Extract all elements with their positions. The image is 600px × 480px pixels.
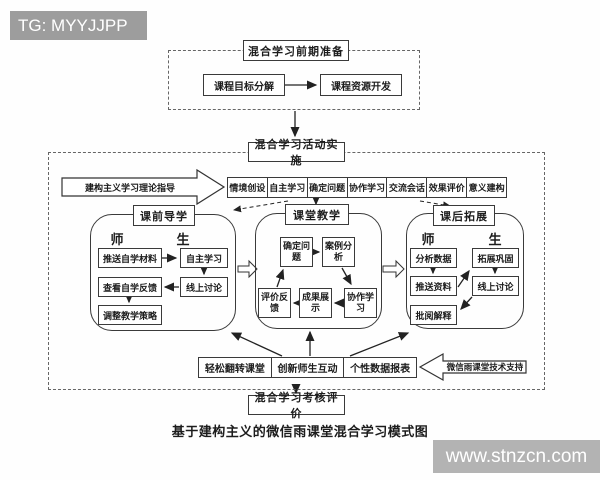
preclass-teacher-label: 师 — [110, 232, 124, 247]
preclass-title: 课前导学 — [133, 205, 195, 226]
goal-decompose-box: 课程目标分解 — [203, 74, 285, 96]
push-resources-box: 推送资料 — [410, 276, 457, 296]
theory-arrow-label: 建构主义学习理论指导 — [84, 182, 175, 193]
support-arrow-label: 微信雨课堂技术支持 — [446, 362, 524, 372]
constructivism-steps-strip: 情境创设 自主学习 确定问题 协作学习 交流会话 效果评价 意义建构 — [227, 177, 507, 198]
flip-classroom-cell: 轻松翻转课堂 — [199, 358, 272, 377]
dashed-arrow-strip-to-postclass — [419, 200, 451, 209]
strip-cell-conversation: 交流会话 — [387, 178, 428, 197]
eval-phase-title: 混合学习考核评价 — [248, 392, 345, 420]
inclass-title: 课堂教学 — [285, 204, 349, 225]
impl-phase-title: 混合学习活动实施 — [248, 139, 345, 167]
arrow-bottomrow-to-preclass — [230, 332, 283, 357]
arrow-evaluate-to-problem — [275, 268, 285, 288]
adjust-strategy-box: 调整教学策略 — [98, 305, 162, 325]
data-report-cell: 个性数据报表 — [350, 364, 411, 375]
arrow-pushmat-to-expand — [457, 269, 470, 288]
evaluate-feedback-node: 评价反馈 — [258, 288, 291, 318]
strip-cell-effect-eval: 效果评价 — [427, 178, 468, 197]
case-analysis-node: 案例分析 — [322, 237, 355, 267]
strip-cell-meaning: 意义建构 — [468, 183, 505, 193]
arrow-discuss2-to-review — [460, 296, 473, 310]
diagram-caption: 基于建构主义的微信雨课堂混合学习模式图 — [171, 424, 429, 439]
define-problem-node: 确定问题 — [280, 237, 313, 267]
online-discuss2-box: 线上讨论 — [472, 276, 519, 296]
arrow-bottomrow-to-postclass — [349, 332, 410, 357]
hollow-arrow-preclass-to-inclass — [237, 259, 258, 279]
arrow-case-to-collab — [341, 267, 352, 286]
view-feedback-box: 查看自学反馈 — [98, 277, 162, 297]
postclass-student-label: 生 — [488, 232, 502, 247]
push-materials-box: 推送自学材料 — [98, 248, 162, 268]
postclass-title: 课后拓展 — [433, 205, 495, 226]
strip-cell-collaboration: 协作学习 — [348, 178, 388, 197]
dashed-arrow-strip-to-preclass — [233, 200, 289, 213]
benefits-row: 轻松翻转课堂 创新师生互动 个性数据报表 — [198, 357, 417, 378]
strip-cell-situation: 情境创设 — [228, 178, 268, 197]
review-explain-box: 批阅解释 — [410, 305, 457, 325]
theory-arrow-shape — [61, 168, 226, 206]
collab-learning-node: 协作学习 — [344, 288, 377, 318]
preclass-student-label: 生 — [176, 232, 190, 247]
online-discuss-box: 线上讨论 — [180, 277, 228, 297]
interaction-cell: 创新师生互动 — [272, 358, 345, 377]
result-show-node: 成果展示 — [299, 288, 332, 318]
resource-develop-box: 课程资源开发 — [320, 74, 402, 96]
expand-consolidate-box: 拓展巩固 — [472, 248, 519, 268]
banner-text: TG: MYYJJPP — [18, 16, 128, 35]
support-arrow-shape — [418, 352, 527, 382]
strip-cell-problem: 确定问题 — [308, 178, 348, 197]
watermark-text: www.stnzcn.com — [445, 445, 588, 467]
postclass-teacher-label: 师 — [421, 232, 435, 247]
watermark-banner: TG: MYYJJPP — [10, 11, 147, 40]
strip-cell-selfstudy: 自主学习 — [268, 178, 308, 197]
self-study-box: 自主学习 — [180, 248, 228, 268]
analyze-data-box: 分析数据 — [410, 248, 457, 268]
site-watermark: www.stnzcn.com — [433, 440, 600, 473]
hollow-arrow-inclass-to-postclass — [382, 259, 405, 279]
prep-phase-title: 混合学习前期准备 — [243, 40, 349, 61]
